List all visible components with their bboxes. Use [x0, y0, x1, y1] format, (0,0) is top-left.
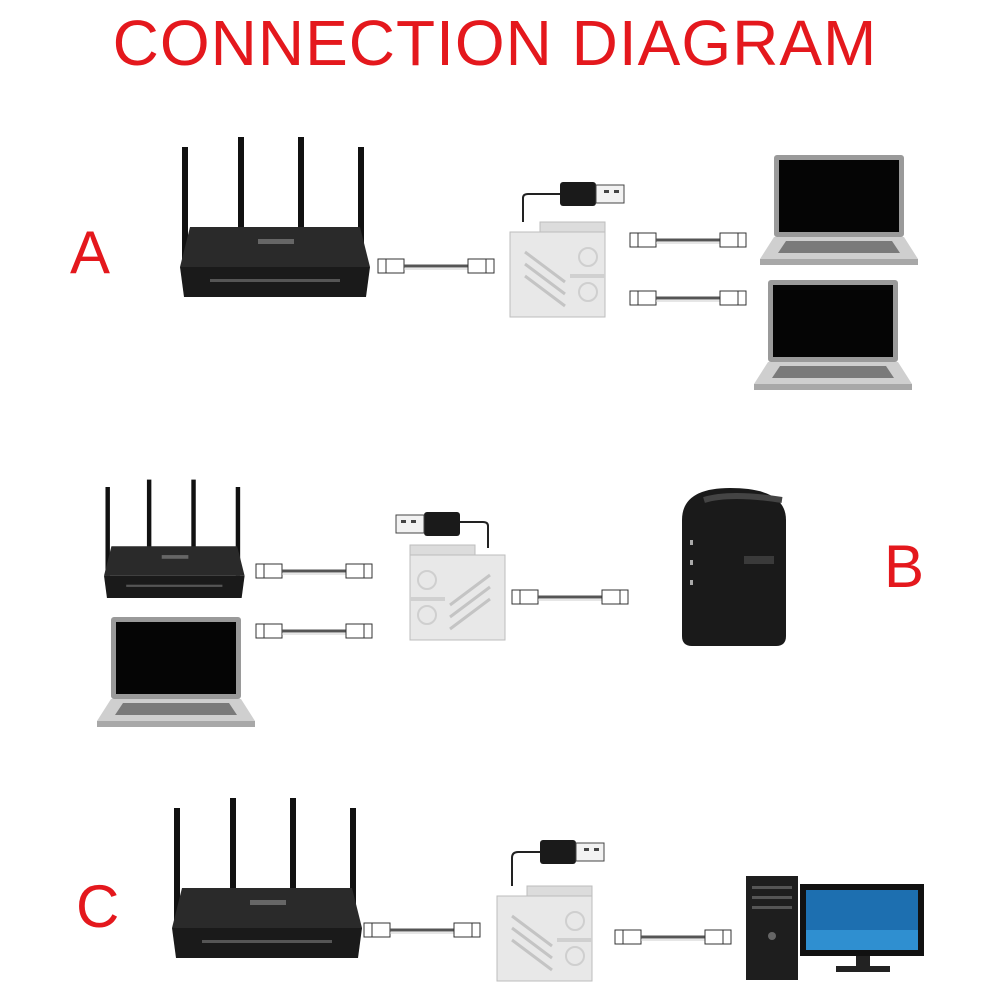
ethernet-cable-icon	[376, 257, 496, 275]
usb-plug-icon	[559, 181, 625, 207]
usb-cord	[522, 193, 565, 222]
splitter-adapter-icon	[408, 543, 507, 642]
desktop-computer-icon	[746, 876, 798, 980]
ethernet-cable-icon	[254, 562, 374, 580]
laptop-icon	[97, 617, 255, 727]
router-icon	[104, 479, 245, 598]
splitter-adapter-icon	[495, 884, 594, 983]
modem-icon	[682, 488, 786, 646]
section-label-a: A	[70, 219, 111, 286]
section-label-c: C	[76, 873, 120, 940]
laptop-icon	[760, 155, 918, 265]
ethernet-cable-icon	[628, 231, 748, 249]
usb-cord	[460, 521, 489, 548]
router-icon	[172, 798, 362, 958]
section-label-b: B	[884, 533, 925, 600]
ethernet-cable-icon	[254, 622, 374, 640]
router-icon	[180, 137, 370, 297]
usb-plug-icon	[395, 511, 461, 537]
laptop-icon	[754, 280, 912, 390]
splitter-adapter-icon	[508, 220, 607, 319]
ethernet-cable-icon	[613, 928, 733, 946]
monitor-icon	[800, 884, 924, 972]
usb-cord	[511, 851, 548, 886]
ethernet-cable-icon	[628, 289, 748, 307]
ethernet-cable-icon	[362, 921, 482, 939]
ethernet-cable-icon	[510, 588, 630, 606]
usb-plug-icon	[539, 839, 605, 865]
diagram-title: CONNECTION DIAGRAM	[112, 7, 878, 79]
